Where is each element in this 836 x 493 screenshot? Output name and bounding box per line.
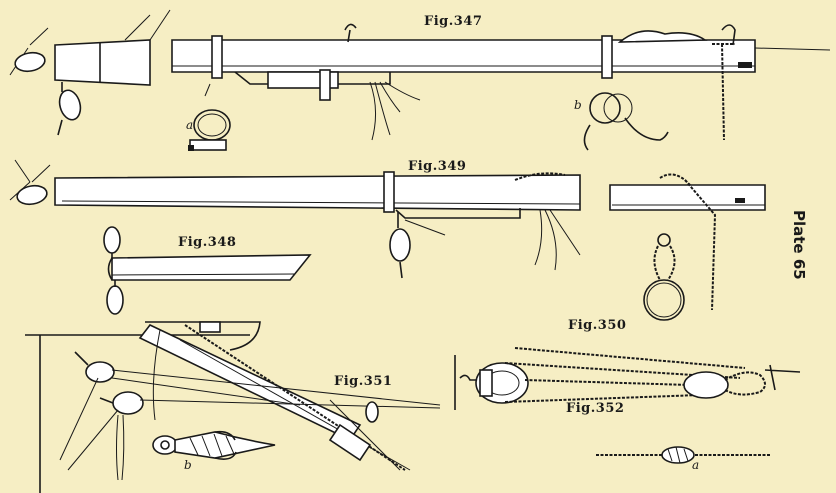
fig352a-seizing [596,446,770,464]
fig348-label: Fig.348 [178,235,237,250]
fig352-label: Fig.352 [566,401,625,416]
fig349-pole [9,159,581,279]
fig347a-label: a [186,118,194,132]
fig351-rigging [25,321,441,493]
fig347-main-pole [171,23,831,141]
plate-title: Plate 65 [790,210,808,280]
fig350-pole-and-ring [609,173,766,321]
fig351-label: Fig.351 [334,374,393,389]
fig348-pole-end [103,226,312,315]
fig347-label: Fig.347 [424,14,483,29]
fig347-boom-end-left [9,9,171,136]
fig350-label: Fig.350 [568,318,627,333]
fig347b-label: b [574,98,582,112]
fig351b-label: b [184,458,192,472]
fig347b-fitting [583,92,669,151]
fig352a-label: a [692,458,700,472]
fig349-label: Fig.349 [408,159,467,174]
fig352-tackle [454,347,801,410]
fig347a-clamp [188,109,231,151]
fig351b-eye-splice [152,430,276,460]
